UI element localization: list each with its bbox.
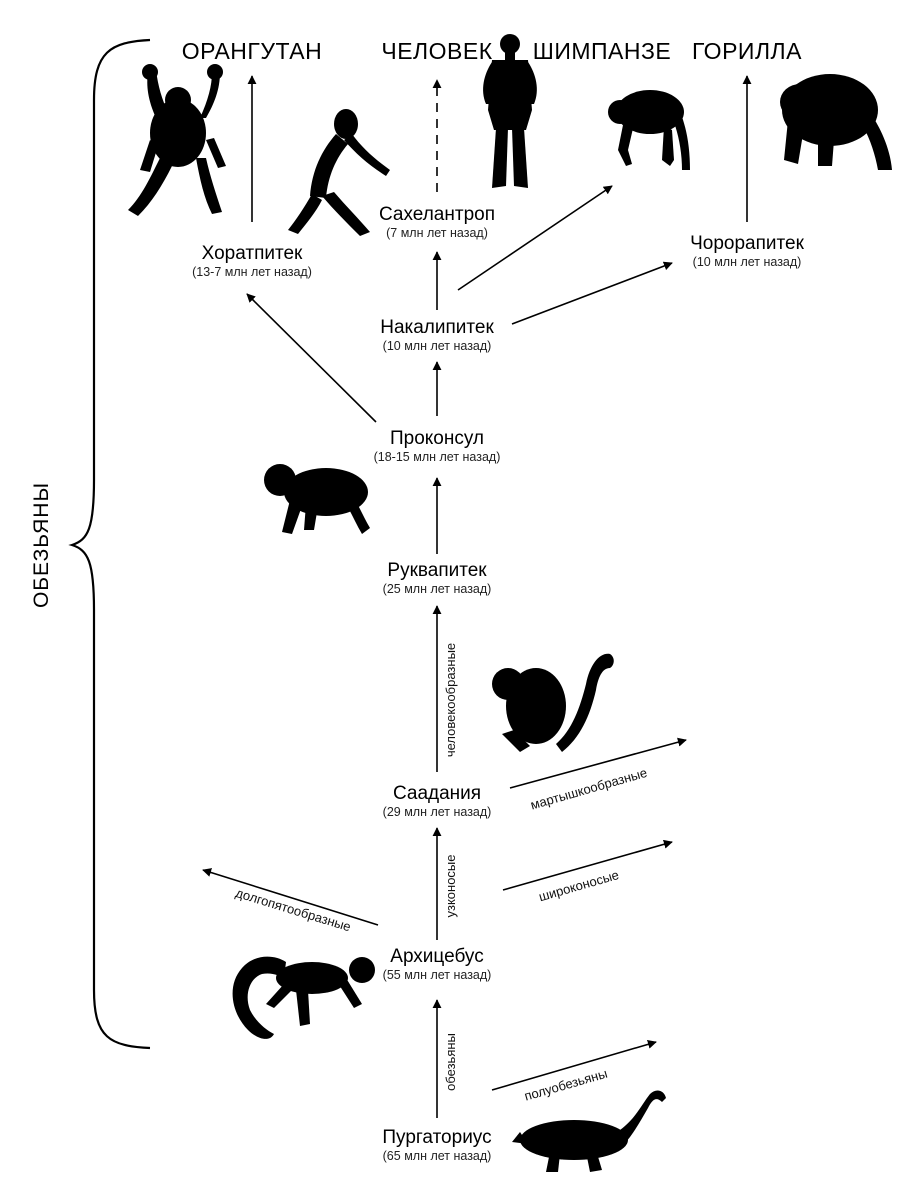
edge-prosimians [491,1039,657,1091]
node-name: Сахелантроп [379,204,495,225]
node-name: Чорорапитек [690,233,804,254]
node-archicebus: Архицебус (55 млн лет назад) [383,946,492,983]
edge-nakalipithecus-chororapithecus [511,261,673,325]
edge-tarsiers [202,868,379,926]
node-age: (65 млн лет назад) [382,1149,492,1163]
node-saadania: Саадания (29 млн лет назад) [383,783,492,820]
chimpanzee-icon [608,90,690,170]
monkey-icon [492,653,614,752]
edges [202,75,752,1118]
node-rukwapithecus: Руквапитек (25 млн лет назад) [383,560,492,597]
node-nakalipithecus: Накалипитек (10 млн лет назад) [380,317,494,354]
edge-label-catarrhines: узконосые [443,854,458,917]
top-label-gorilla: ГОРИЛЛА [692,38,802,64]
node-name: Руквапитек [387,560,487,581]
node-age: (25 млн лет назад) [382,582,492,596]
edge-proconsul-khoratpithecus [246,293,377,423]
edge-label-monkeys: обезьяны [443,1033,458,1091]
proconsul-icon [264,464,370,534]
node-name: Пургаториус [382,1127,492,1148]
node-age: (13-7 млн лет назад) [192,265,312,279]
edge-platyrrhines [502,839,673,891]
node-khoratpithecus: Хоратпитек (13-7 млн лет назад) [192,243,312,280]
node-age: (18-15 млн лет назад) [373,450,501,464]
node-proconsul: Проконсул (18-15 млн лет назад) [374,428,501,465]
edge-label-hominoids: человекообразные [443,643,458,757]
node-name: Саадания [392,783,482,804]
node-name: Проконсул [389,428,485,449]
node-purgatorius: Пургаториус (65 млн лет назад) [382,1127,491,1164]
lemur-icon [232,956,375,1039]
node-age: (55 млн лет назад) [382,968,492,982]
edge-label-prosimians: полуобезьяны [523,1066,610,1104]
edge-label-tarsiers: долгопятообразные [234,885,353,934]
node-age: (10 млн лет назад) [382,339,492,353]
node-name: Архицебус [390,946,484,967]
edge-cercopithecoids [509,737,687,789]
top-label-orangutan: ОРАНГУТАН [181,38,323,64]
node-age: (29 млн лет назад) [382,805,492,819]
australopithecus-icon [288,109,390,236]
orangutan-icon [128,64,226,216]
top-label-chimp: ШИМПАНЗЕ [532,38,672,64]
gorilla-icon [780,74,892,170]
rodent-icon [512,1090,666,1172]
top-label-human: ЧЕЛОВЕК [381,38,493,64]
node-sahelanthropus: Сахелантроп (7 млн лет назад) [379,204,495,241]
human-icon [483,34,537,188]
group-label: ОБЕЗЬЯНЫ [30,481,53,609]
node-name: Накалипитек [380,317,494,338]
edge-nakalipithecus-chimp [457,185,613,291]
edge-label-platyrrhines: широконосые [537,867,621,904]
node-chororapithecus: Чорорапитек (10 млн лет назад) [690,233,804,270]
group-brace [68,38,151,1050]
node-age: (10 млн лет назад) [692,255,802,269]
node-name: Хоратпитек [201,243,303,264]
node-age: (7 млн лет назад) [386,226,488,240]
edge-label-cercopithecoids: мартышкообразные [529,765,649,813]
